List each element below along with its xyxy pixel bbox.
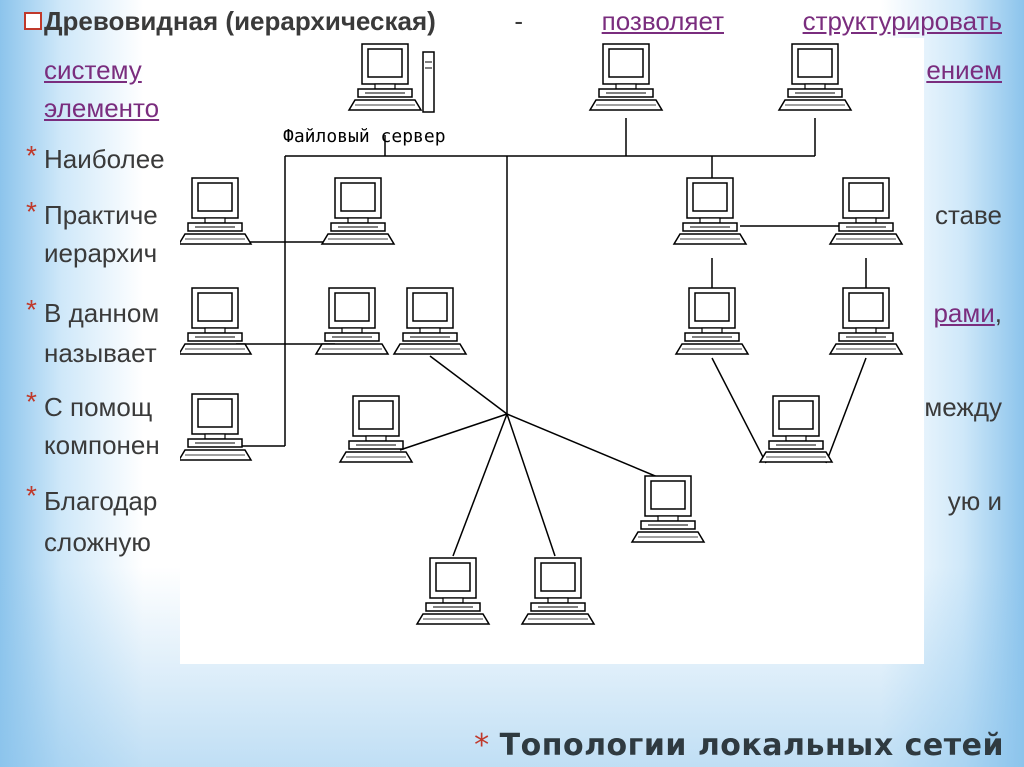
computer-icon xyxy=(180,177,252,245)
computer-icon xyxy=(589,43,663,111)
bullet1-line1: Древовидная (иерархическая) - позволяет … xyxy=(44,6,1002,36)
bullet1-line3: элементо xyxy=(44,93,1002,123)
bullet1-word1[interactable]: позволяет xyxy=(601,6,724,36)
computer-icon xyxy=(180,393,252,461)
bullet-star-icon: * xyxy=(26,196,37,227)
bullet4-line1: В данном рами, xyxy=(44,298,1002,328)
bullet-star-icon: * xyxy=(26,480,37,511)
bullet1-line3-start[interactable]: элементо xyxy=(44,93,160,123)
bullet1-line2-start[interactable]: систему xyxy=(44,55,142,85)
bullet1-line2: систему ением xyxy=(44,55,1002,85)
bullet4-line2: называет xyxy=(44,338,1002,368)
bullet4-line2: называет xyxy=(44,338,157,368)
bullet3-end: ставе xyxy=(934,200,1002,230)
bullet6-line2: сложную xyxy=(44,527,1002,557)
computer-icon xyxy=(180,287,252,355)
bullet-star-icon: * xyxy=(26,140,37,171)
bullet3-start: Практиче xyxy=(44,200,158,230)
computer-icon xyxy=(521,557,595,625)
checkbox-bullet-icon xyxy=(24,12,42,30)
bullet6-line2: сложную xyxy=(44,527,151,557)
network-diagram: Файловый сервер xyxy=(180,38,924,664)
computer-icon xyxy=(393,287,467,355)
computer-icon xyxy=(631,475,705,543)
bullet1-word2[interactable]: структурировать xyxy=(802,6,1002,36)
bullet5-line2: компонен xyxy=(44,430,1002,460)
footer-star: * xyxy=(474,728,490,763)
computer-icon xyxy=(759,395,833,463)
bullet3-line2: иерархич xyxy=(44,238,158,268)
bullet2-start: Наиболее xyxy=(44,144,165,174)
bullet-star-icon: * xyxy=(26,294,37,325)
bullet4-end-link[interactable]: рами xyxy=(933,298,995,328)
bullet4-end-punct: , xyxy=(994,298,1002,328)
computer-icon xyxy=(348,43,422,111)
bullet6-end: ую и xyxy=(947,486,1002,516)
computer-icon xyxy=(673,177,747,245)
computer-icon xyxy=(675,287,749,355)
computer-icon xyxy=(321,177,395,245)
computer-icon xyxy=(829,287,903,355)
bullet2-line1: Наиболее xyxy=(44,144,1002,174)
server-tower-icon xyxy=(422,51,435,113)
bullet3-line2: иерархич xyxy=(44,238,1002,268)
bullet6-start: Благодар xyxy=(44,486,158,516)
bullet1-line2-end[interactable]: ением xyxy=(926,55,1002,85)
bullet4-start: В данном xyxy=(44,298,160,328)
file-server: Файловый сервер xyxy=(283,43,446,147)
bullet-star-icon: * xyxy=(26,386,37,417)
network-diagram-svg: Файловый сервер xyxy=(180,43,903,625)
bullet1-head: Древовидная (иерархическая) xyxy=(44,6,436,36)
connection-lines xyxy=(236,118,867,557)
computer-icon xyxy=(416,557,490,625)
bullet3-line1: Практиче ставе xyxy=(44,200,1002,230)
computer-icon xyxy=(829,177,903,245)
bullet5-line2: компонен xyxy=(44,430,160,460)
bullet1-dash: - xyxy=(514,6,524,36)
bullet5-end: между xyxy=(924,392,1002,422)
slide-footer-title: * Топологии локальных сетей xyxy=(474,728,1004,763)
computer-icon xyxy=(778,43,852,111)
footer-title-text: Топологии локальных сетей xyxy=(499,728,1004,763)
server-label: Файловый сервер xyxy=(283,126,446,147)
bullet5-start: С помощ xyxy=(44,392,153,422)
bullet6-line1: Благодар ую и xyxy=(44,486,1002,516)
computer-icon xyxy=(339,395,413,463)
computer-icon xyxy=(315,287,389,355)
bullet5-line1: С помощ между xyxy=(44,392,1002,422)
